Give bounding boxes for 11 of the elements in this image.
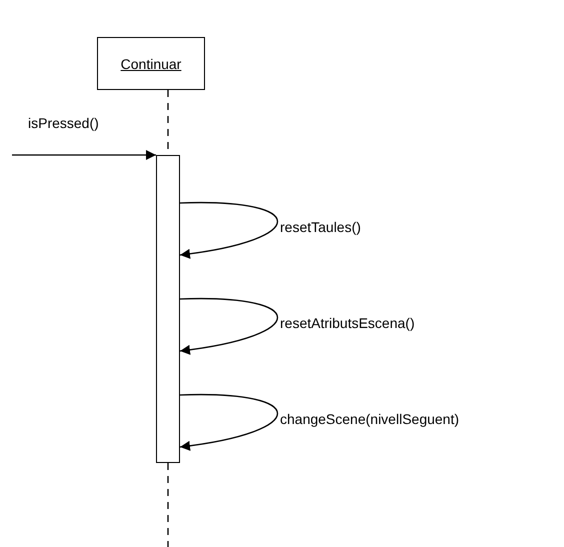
message-label: resetTaules() [280,219,361,235]
message-label: isPressed() [28,115,99,131]
object-box [97,37,205,90]
activation-bar [156,155,180,463]
message-label: changeScene(nivellSeguent) [280,411,460,427]
self-message-arrow [180,298,278,355]
message-arrow [12,150,156,160]
self-message-arrow [180,394,278,451]
message-label: resetAtributsEscena() [280,315,415,331]
self-message-arrow [180,202,278,259]
object-name: Continuar [120,56,182,72]
